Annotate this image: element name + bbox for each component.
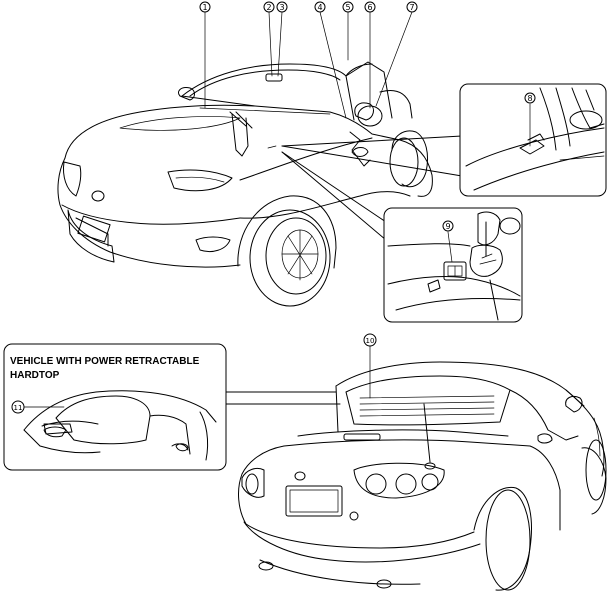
callout-5-number: 5 [345,3,350,12]
callout-7: 7 [406,1,418,13]
inset-door-switch [281,83,607,197]
callout-11-number: 11 [14,404,23,412]
callout-11: 11 [11,400,25,414]
callout-6-number: 6 [367,3,372,12]
callout-3: 3 [276,1,288,13]
callout-10-number: 10 [366,337,375,345]
callout-6: 6 [364,1,376,13]
inset-note-line-2: HARDTOP [10,370,60,381]
callout-2: 2 [263,1,275,13]
callout-8-number: 8 [527,94,532,103]
callout-1-number: 1 [202,3,207,12]
callout-3-number: 3 [279,3,284,12]
callout-5: 5 [342,1,354,13]
callout-4-number: 4 [317,3,322,12]
inset-hardtop [3,343,341,471]
callout-9: 9 [442,220,454,232]
leader-lines [23,11,531,408]
front-car-illustration [57,61,433,307]
inset-note-line-1: VEHICLE WITH POWER RETRACTABLE [10,356,200,367]
rear-car-illustration [238,361,607,591]
callout-1: 1 [199,1,211,13]
callout-2-number: 2 [266,3,271,12]
callout-9-number: 9 [445,222,450,231]
inset-console-switch [281,151,523,323]
callout-4: 4 [314,1,326,13]
callout-8: 8 [524,92,536,104]
callout-10: 10 [363,333,377,347]
callout-7-number: 7 [409,3,414,12]
